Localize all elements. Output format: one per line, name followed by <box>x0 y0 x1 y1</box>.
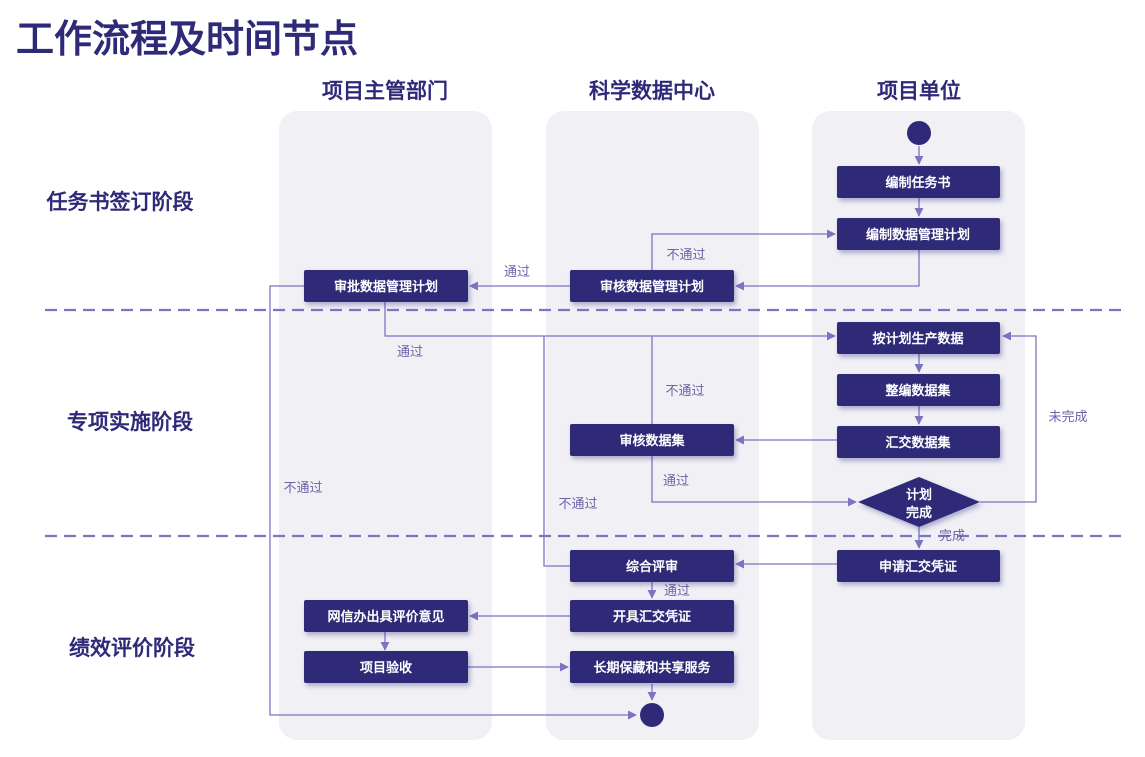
node-compile-task: 编制任务书 <box>837 166 1000 198</box>
edges <box>269 146 1037 720</box>
phase-label-contract: 任务书签订阶段 <box>46 190 194 214</box>
phase-label-evaluation: 绩效评价阶段 <box>69 636 195 660</box>
edge-review-fail-to-plan <box>651 229 836 270</box>
node-approve-plan-box <box>304 270 468 302</box>
node-approve-plan: 审批数据管理计划 <box>304 270 468 302</box>
edge-label-fail-dept: 不通过 <box>283 481 322 496</box>
edge-label-fail-overall: 不通过 <box>558 497 597 512</box>
node-organize-dataset-box <box>837 374 1000 406</box>
lane-dept-bg <box>279 111 492 740</box>
node-overall-review: 综合评审 <box>570 550 734 582</box>
node-issue-cert: 开具汇交凭证 <box>570 600 734 632</box>
lane-title-dept: 项目主管部门 <box>322 79 448 103</box>
node-overall-review-box <box>570 550 734 582</box>
edge-incomplete-loop <box>980 331 1037 503</box>
node-submit-dataset: 汇交数据集 <box>837 426 1000 458</box>
end-node <box>640 703 664 727</box>
node-review-plan-label: 审核数据管理计划 <box>600 279 704 295</box>
node-organize-dataset-label: 整编数据集 <box>884 383 951 399</box>
edge-label-fail-plan: 不通过 <box>666 248 705 263</box>
edge-approve-to-produce <box>384 302 836 341</box>
edge-approve-fail-to-end <box>269 285 637 720</box>
node-acceptance: 项目验收 <box>304 651 468 683</box>
node-preserve-share: 长期保藏和共享服务 <box>570 651 734 683</box>
node-compile-task-box <box>837 166 1000 198</box>
lane-title-unit: 项目单位 <box>877 79 961 103</box>
node-compile-plan: 编制数据管理计划 <box>837 218 1000 250</box>
node-review-dataset: 审核数据集 <box>570 424 734 456</box>
edge-label-pass-dataset: 通过 <box>663 474 689 489</box>
node-submit-dataset-box <box>837 426 1000 458</box>
edge-label-fail-dataset: 不通过 <box>665 384 704 399</box>
node-plan-complete-decision: 计划 完成 <box>858 477 980 527</box>
node-cac-opinion-box <box>304 600 468 632</box>
node-organize-dataset: 整编数据集 <box>837 374 1000 406</box>
node-cac-opinion-label: 网信办出具评价意见 <box>327 609 444 625</box>
edge-overall-fail <box>543 336 570 567</box>
start-node <box>907 121 931 145</box>
lane-unit-bg <box>812 111 1025 740</box>
node-issue-cert-label: 开具汇交凭证 <box>613 609 691 625</box>
node-overall-review-label: 综合评审 <box>626 559 678 575</box>
page-title: 工作流程及时间节点 <box>16 16 358 61</box>
decision-label-line1: 计划 <box>906 487 932 503</box>
node-produce-data: 按计划生产数据 <box>837 322 1000 354</box>
phase-label-implementation: 专项实施阶段 <box>67 410 193 434</box>
edge-label-incomplete: 未完成 <box>1048 410 1087 425</box>
node-acceptance-label: 项目验收 <box>360 660 413 676</box>
node-preserve-share-label: 长期保藏和共享服务 <box>593 660 711 676</box>
edge-label-pass-overall: 通过 <box>664 584 690 599</box>
decision-diamond <box>858 477 980 527</box>
node-produce-data-label: 按计划生产数据 <box>872 331 963 347</box>
node-issue-cert-box <box>570 600 734 632</box>
node-apply-cert: 申请汇交凭证 <box>837 550 1000 582</box>
edge-label-pass-approved: 通过 <box>397 345 423 360</box>
node-review-plan: 审核数据管理计划 <box>570 270 734 302</box>
node-approve-plan-label: 审批数据管理计划 <box>334 279 438 295</box>
node-apply-cert-label: 申请汇交凭证 <box>879 559 957 575</box>
lane-title-center: 科学数据中心 <box>589 79 715 103</box>
node-review-plan-box <box>570 270 734 302</box>
node-review-dataset-label: 审核数据集 <box>619 433 685 449</box>
node-submit-dataset-label: 汇交数据集 <box>885 435 951 451</box>
decision-label-line2: 完成 <box>906 505 932 521</box>
node-acceptance-box <box>304 651 468 683</box>
edge-plan-to-review <box>735 250 920 291</box>
node-review-dataset-box <box>570 424 734 456</box>
node-preserve-share-box <box>570 651 734 683</box>
node-compile-plan-label: 编制数据管理计划 <box>866 227 970 243</box>
node-compile-task-label: 编制任务书 <box>885 175 950 191</box>
node-apply-cert-box <box>837 550 1000 582</box>
edge-review-dataset-pass <box>651 456 857 507</box>
edge-label-pass-to-approve: 通过 <box>504 265 530 280</box>
edge-label-complete: 完成 <box>939 529 965 544</box>
node-produce-data-box <box>837 322 1000 354</box>
node-cac-opinion: 网信办出具评价意见 <box>304 600 468 632</box>
node-compile-plan-box <box>837 218 1000 250</box>
